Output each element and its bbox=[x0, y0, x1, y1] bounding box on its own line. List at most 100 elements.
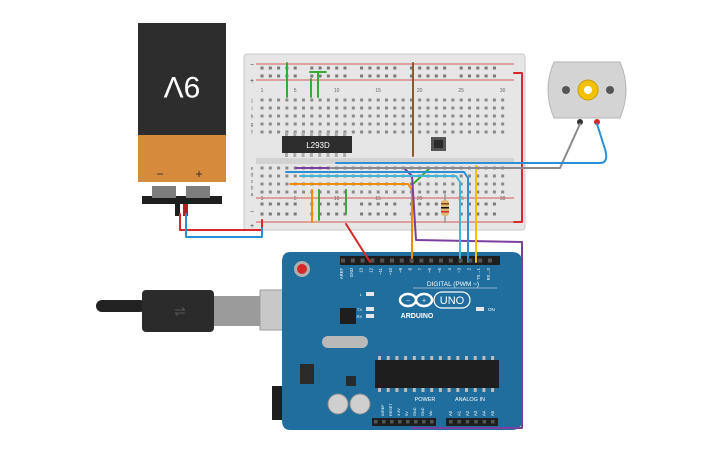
terminal-hole bbox=[385, 106, 388, 110]
dc-motor[interactable] bbox=[547, 61, 627, 125]
motor-terminal-2[interactable] bbox=[594, 119, 600, 125]
battery-terminal-plus[interactable] bbox=[186, 186, 210, 198]
terminal-hole bbox=[376, 122, 380, 126]
header-pin bbox=[457, 420, 461, 424]
power-header bbox=[372, 418, 436, 426]
row-letter: b bbox=[251, 186, 254, 192]
terminal-hole bbox=[318, 106, 322, 110]
terminal-hole bbox=[360, 114, 364, 118]
terminal-hole bbox=[277, 174, 281, 178]
digital-pin-label: ~9 bbox=[398, 267, 403, 272]
terminal-hole bbox=[426, 182, 430, 186]
reset-button[interactable] bbox=[297, 264, 307, 274]
rail-hole bbox=[318, 202, 322, 206]
rail-hole bbox=[434, 202, 438, 206]
atmega-pin bbox=[465, 356, 468, 360]
terminal-hole bbox=[351, 114, 355, 118]
atmega-pin bbox=[473, 356, 477, 360]
usb-chip bbox=[340, 308, 356, 324]
terminal-hole bbox=[368, 98, 372, 102]
bottom-rail-plus-label: + bbox=[250, 223, 254, 230]
terminal-hole bbox=[343, 106, 347, 110]
header-pin bbox=[430, 420, 434, 424]
terminal-hole bbox=[343, 98, 347, 102]
chip-pin bbox=[334, 132, 338, 136]
led-rx-label: RX bbox=[356, 314, 362, 319]
pushbutton-cap[interactable] bbox=[434, 140, 443, 148]
analog-pin-label: A5 bbox=[490, 410, 495, 416]
terminal-hole bbox=[268, 130, 272, 134]
column-number: 5 bbox=[294, 196, 297, 202]
motor-terminal-1[interactable] bbox=[577, 119, 583, 125]
column-number: 1 bbox=[261, 88, 264, 94]
terminal-hole bbox=[385, 98, 388, 102]
top-rail-minus-label: − bbox=[250, 62, 254, 69]
wire-red-gnd[interactable] bbox=[345, 223, 371, 263]
chip-pin bbox=[301, 132, 305, 136]
l293d-chip[interactable]: L293D bbox=[282, 132, 352, 157]
rail-hole bbox=[459, 212, 463, 216]
rail-hole bbox=[385, 212, 388, 216]
terminal-hole bbox=[268, 98, 272, 102]
terminal-hole bbox=[426, 98, 430, 102]
wire-motor-gray[interactable] bbox=[329, 123, 581, 169]
wire-battery-red[interactable] bbox=[179, 213, 263, 231]
terminal-hole bbox=[368, 106, 372, 110]
rail-hole bbox=[418, 66, 422, 70]
pushbutton[interactable] bbox=[431, 137, 446, 151]
battery-9v[interactable]: 9V − + bbox=[138, 23, 226, 216]
digital-pin-label: ~3 bbox=[457, 267, 462, 272]
atmega-pin bbox=[412, 356, 416, 360]
rail-hole bbox=[492, 212, 496, 216]
terminal-hole bbox=[385, 114, 388, 118]
wire-motor-blue[interactable] bbox=[335, 123, 608, 164]
terminal-hole bbox=[260, 182, 264, 186]
terminal-hole bbox=[501, 182, 505, 186]
terminal-hole bbox=[335, 114, 339, 118]
row-letter: i bbox=[251, 106, 252, 112]
atmega-pin bbox=[378, 388, 381, 392]
power-label: POWER bbox=[415, 397, 436, 403]
wire-cyan-2[interactable] bbox=[285, 171, 469, 263]
power-pin-label: GND bbox=[421, 407, 425, 416]
wire-battery-blue[interactable] bbox=[185, 213, 263, 238]
terminal-hole bbox=[277, 114, 281, 118]
terminal-hole bbox=[476, 182, 480, 186]
terminal-hole bbox=[285, 166, 289, 170]
terminal-hole bbox=[351, 122, 355, 126]
rail-hole bbox=[360, 212, 364, 216]
resistor[interactable] bbox=[441, 194, 449, 223]
rail-hole bbox=[277, 66, 281, 70]
terminal-hole bbox=[268, 174, 272, 178]
resistor-band-1 bbox=[441, 203, 449, 205]
rail-hole bbox=[268, 66, 272, 70]
digital-pin-label: 7 bbox=[417, 267, 422, 270]
terminal-hole bbox=[418, 98, 422, 102]
terminal-hole bbox=[268, 106, 272, 110]
chip-pin bbox=[293, 132, 297, 136]
top-rail-holes bbox=[260, 66, 496, 78]
rail-hole bbox=[285, 202, 289, 206]
wire-orange-pin9[interactable] bbox=[289, 183, 413, 263]
terminal-hole bbox=[492, 190, 496, 194]
rail-hole bbox=[335, 66, 339, 70]
atmega-pin bbox=[447, 388, 451, 392]
voltage-regulator bbox=[300, 364, 314, 384]
chip-pin bbox=[334, 153, 338, 157]
rail-hole bbox=[335, 202, 339, 206]
wire-cyan-1[interactable] bbox=[299, 175, 461, 263]
terminal-hole bbox=[418, 182, 422, 186]
terminal-hole bbox=[302, 122, 305, 126]
rail-hole bbox=[484, 202, 488, 206]
wire-rail-link-red[interactable] bbox=[513, 72, 523, 223]
terminal-hole bbox=[326, 106, 330, 110]
battery-terminal-minus[interactable] bbox=[152, 186, 176, 198]
terminal-hole bbox=[293, 122, 297, 126]
svg-text:+: + bbox=[422, 298, 426, 305]
top-rail-plus-label: + bbox=[250, 78, 254, 85]
header-pin bbox=[448, 258, 453, 263]
